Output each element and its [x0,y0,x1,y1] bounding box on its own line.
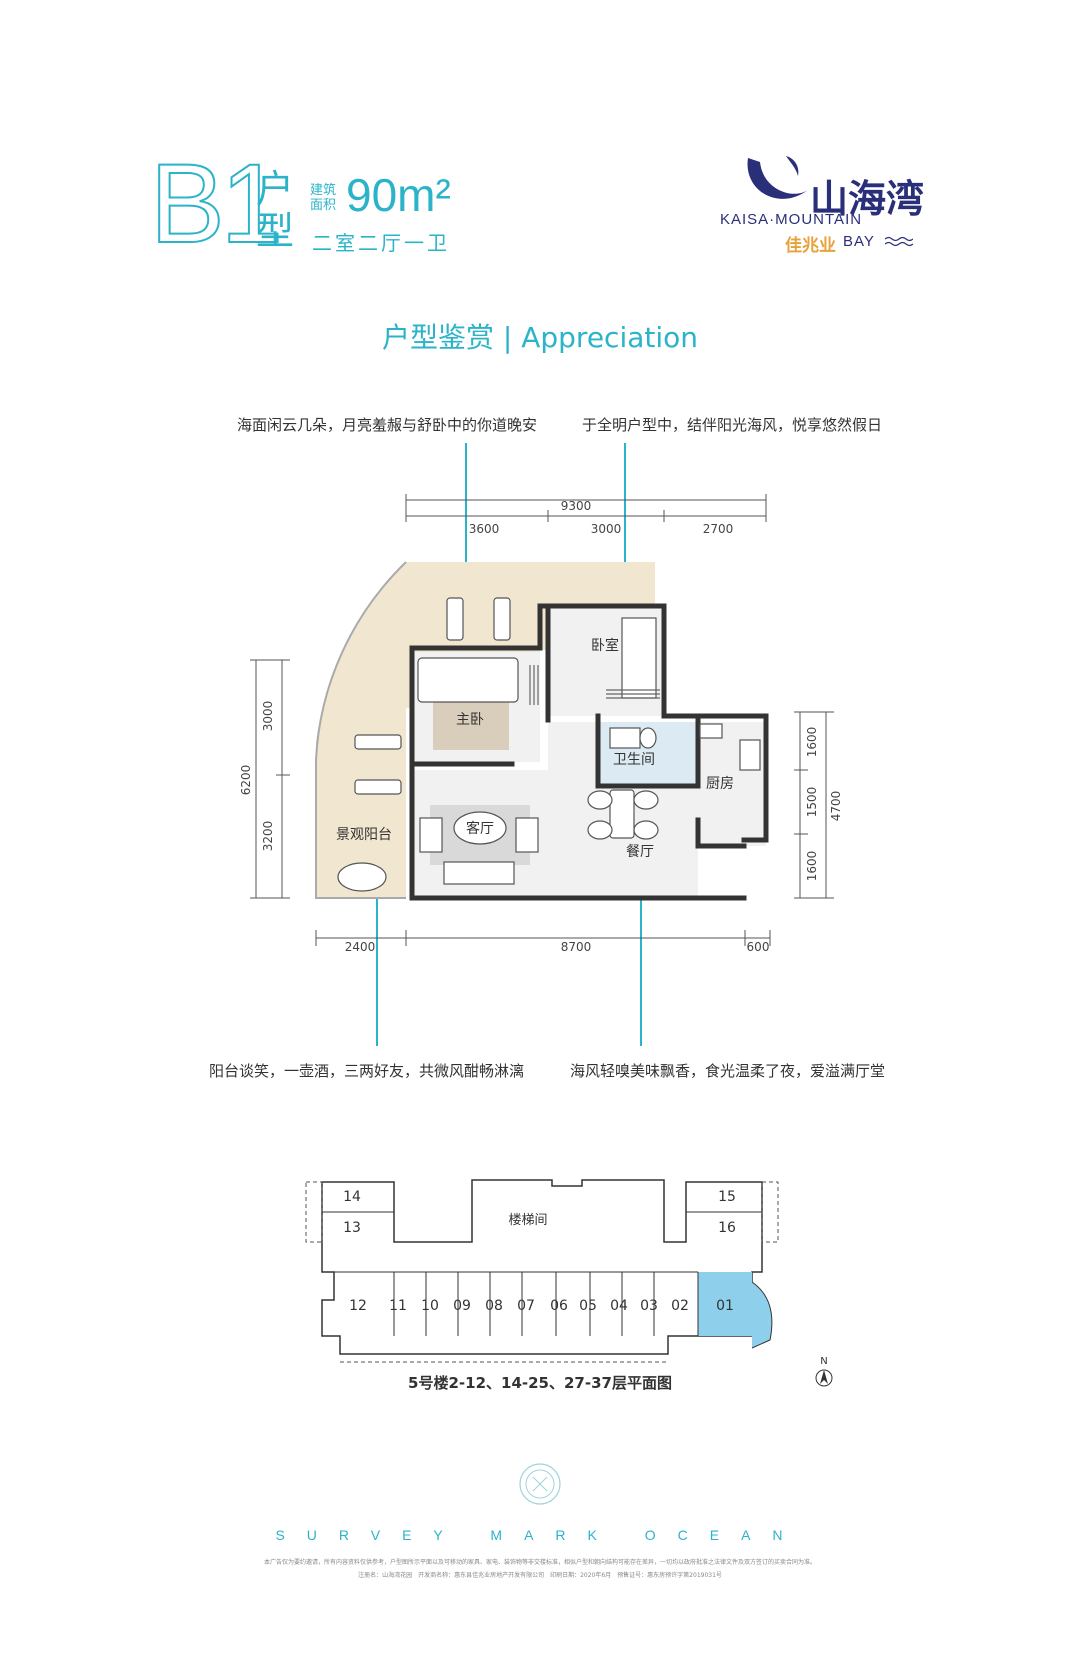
caption-bottom-left: 阳台谈笑，一壶酒，三两好友，共微风酣畅淋漓 [209,1062,525,1080]
unit-05: 05 [579,1298,597,1314]
footer-fine-print-2: 注册名：山海湾花园 开发商名称：惠东县佳兆业房地产开发有限公司 印刷日期：202… [358,1572,722,1579]
emblem-icon [519,1463,561,1505]
area-value: 90m² [346,169,451,221]
moon-logo-icon [747,156,808,199]
caption-bottom-right: 海风轻嗅美味飘香，食光温柔了夜，爱溢满厅堂 [570,1062,886,1080]
dim-right-3: 1600 [805,851,819,882]
stairwell-label: 楼梯间 [508,1213,547,1228]
caption-top-right: 于全明户型中，结伴阳光海风，悦享悠然假日 [582,416,883,434]
unit-12: 12 [349,1298,367,1314]
caption-top-left: 海面闲云几朵，月亮羞赧与舒卧中的你道晚安 [237,416,538,434]
logo-en: KAISA·MOUNTAIN [720,211,863,228]
unit-04: 04 [610,1298,628,1314]
unit-14: 14 [343,1189,361,1205]
dim-right-total: 4700 [829,791,843,822]
unit-13: 13 [343,1220,361,1236]
dim-bottom-1: 2400 [345,940,376,954]
type-code: B1 [149,141,284,266]
unit-06: 06 [550,1298,568,1314]
unit-01-highlighted: 01 [716,1298,734,1314]
dim-top-total: 9300 [561,499,592,513]
footer-fine-print-1: 本广告仅为要约邀请，所有内容资料仅供参考，户型图所示平面以及可移动的家具、家电、… [263,1559,816,1566]
type-label: 户型 [256,167,295,253]
unit-07: 07 [517,1298,535,1314]
dim-left-2: 3200 [261,821,275,852]
dim-top-2: 3000 [591,522,622,536]
area-label: 建筑面积 [310,183,337,213]
room-label-dining: 餐厅 [626,844,654,860]
dim-right-1: 1600 [805,727,819,758]
unit-02: 02 [671,1298,689,1314]
unit-11: 11 [389,1298,407,1314]
dim-bottom-2: 8700 [561,940,592,954]
dim-top-1: 3600 [469,522,500,536]
logo-developer: 佳兆业 [785,236,836,256]
room-label-balcony: 景观阳台 [336,827,392,843]
dim-left-total: 6200 [239,765,253,796]
room-label-living: 客厅 [466,820,494,837]
logo-bay: BAY [843,233,875,250]
dim-left-1: 3000 [261,701,275,732]
dim-bottom-3: 600 [747,940,770,954]
dim-top-3: 2700 [703,522,734,536]
room-label-master: 主卧 [456,712,484,728]
footer-tagline: SURVEY MARK OCEAN [275,1527,805,1543]
logo-cn: 山海湾 [810,177,925,221]
unit-16: 16 [718,1220,736,1236]
room-label-bathroom: 卫生间 [613,752,655,768]
room-label-bedroom: 卧室 [591,637,619,654]
room-count: 二室二厅一卫 [312,231,450,255]
room-label-kitchen: 厨房 [706,776,734,792]
wave-icon [885,236,913,247]
unit-03: 03 [640,1298,658,1314]
unit-08: 08 [485,1298,503,1314]
unit-10: 10 [421,1298,439,1314]
compass-label: N [820,1356,827,1367]
key-plan-caption: 5号楼2-12、14-25、27-37层平面图 [408,1374,672,1392]
compass-icon: N [815,1356,833,1387]
dim-right-2: 1500 [805,787,819,818]
section-title: 户型鉴赏 | Appreciation [381,321,699,354]
unit-15: 15 [718,1189,736,1205]
unit-09: 09 [453,1298,471,1314]
